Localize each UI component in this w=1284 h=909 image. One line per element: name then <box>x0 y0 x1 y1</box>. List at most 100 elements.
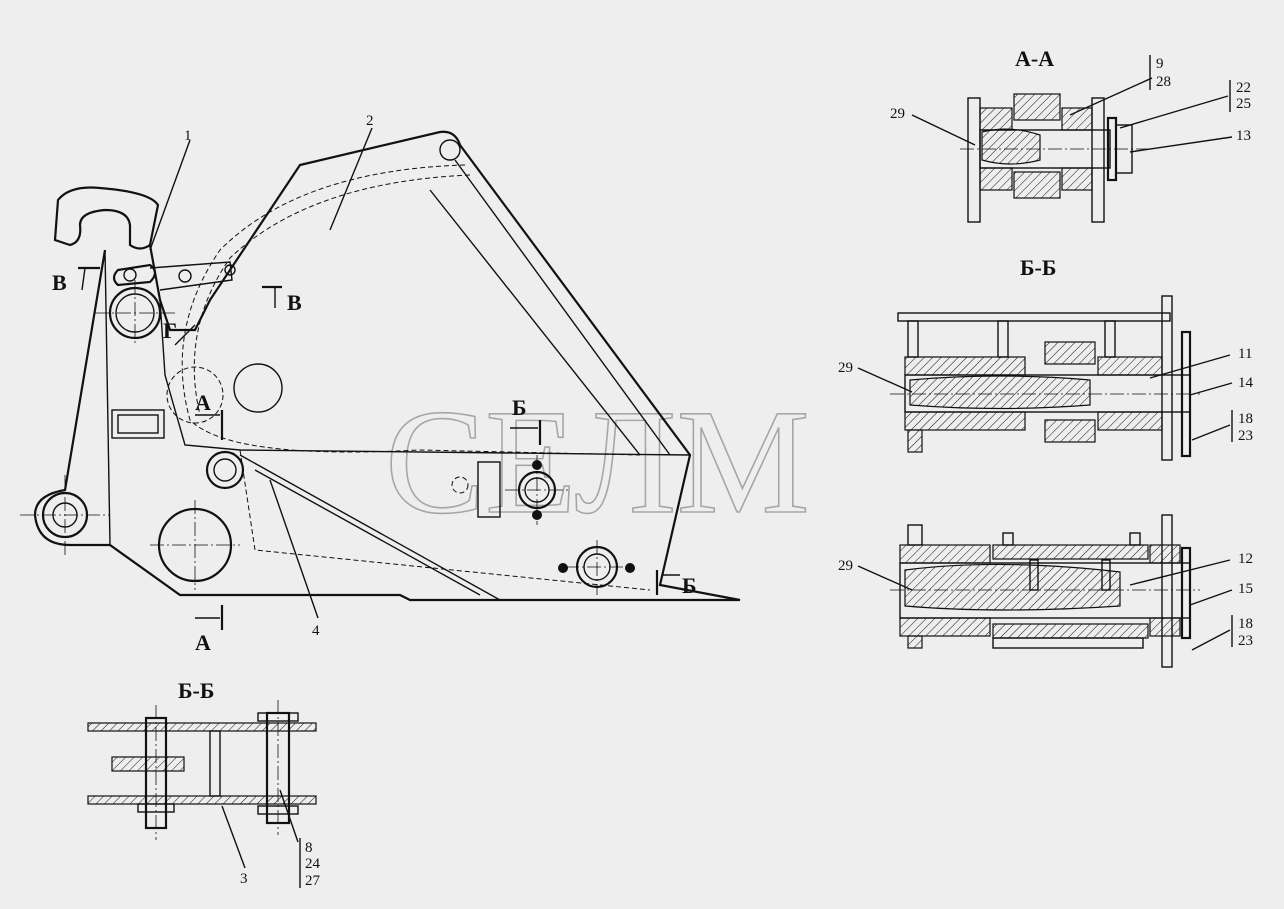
leader-13 <box>1129 136 1233 153</box>
aa-hatch <box>979 107 1013 131</box>
leader-8-24-27 <box>279 789 299 843</box>
hidden-bucket-profile <box>181 164 641 456</box>
bb2-breakout <box>904 563 1121 611</box>
bb1-plate-right <box>1161 295 1173 461</box>
section-mark-a-top: А <box>195 390 211 415</box>
name-plate <box>111 409 165 439</box>
section-mark-v-left: В <box>52 270 67 295</box>
bucket-frame-outline <box>33 130 741 602</box>
label-14: 14 <box>1238 375 1254 391</box>
section-aa-title: А-А <box>1015 46 1054 71</box>
section-arrow <box>81 267 276 308</box>
bucket-main-view: 1 2 4 В В Г А А Б Б <box>20 113 741 655</box>
section-bb-upper: Б-Б 29 11 14 18 23 <box>838 255 1254 461</box>
bb2-hatch <box>899 544 991 564</box>
bb2-tube-bottom <box>992 623 1149 639</box>
bb1-rib <box>1104 320 1116 358</box>
bb2-lug <box>1129 532 1141 546</box>
watermark-text: СЕЛМ <box>385 379 810 545</box>
mid-bracket <box>477 461 501 518</box>
section-arrow <box>195 414 220 619</box>
lower-link <box>239 454 501 601</box>
link-hole-2 <box>178 269 192 283</box>
hidden-lower-profile <box>239 449 651 591</box>
center-line <box>505 455 570 525</box>
aa-bushing-bottom <box>1013 171 1061 199</box>
leader-29 <box>857 565 913 591</box>
label-23: 23 <box>1238 428 1253 444</box>
hidden-pivot-circle <box>166 366 224 424</box>
aa-plate-right <box>1091 97 1105 223</box>
label-24: 24 <box>305 856 321 872</box>
bb2-base <box>992 637 1144 649</box>
bb3-center-line <box>155 700 279 840</box>
leader-12 <box>1129 559 1231 586</box>
pivot-bushing-inner <box>213 458 237 482</box>
label-11: 11 <box>1238 346 1252 362</box>
hidden-bucket-profile-2 <box>193 174 471 416</box>
leader-15 <box>1189 589 1233 606</box>
label-27: 27 <box>305 873 321 889</box>
section-bb-title: Б-Б <box>1020 255 1056 280</box>
leader-4 <box>269 479 319 619</box>
bb3-spacer <box>209 730 221 797</box>
bolt-head <box>532 510 542 520</box>
bb1-hatch <box>904 356 1026 376</box>
bb2-plate-right <box>1161 514 1173 668</box>
bb2-lower-plate <box>907 635 923 649</box>
bb1-rib <box>907 320 919 358</box>
leader-22-25 <box>1119 95 1229 129</box>
label-29: 29 <box>890 106 905 122</box>
leader-bar <box>1149 55 1231 112</box>
hidden-hole <box>451 476 469 494</box>
leader-1 <box>149 139 191 251</box>
center-line <box>95 280 175 345</box>
label-part-1: 1 <box>184 128 192 144</box>
section-mark-a-bottom: А <box>195 630 211 655</box>
leader-2 <box>329 127 373 231</box>
leader-29 <box>911 114 976 146</box>
label-29: 29 <box>838 360 853 376</box>
aa-bushing-top <box>1013 93 1061 121</box>
center-line <box>20 475 110 555</box>
bolt-head <box>625 563 635 573</box>
leader-3 <box>221 805 246 869</box>
bb3-top-plate <box>87 722 317 732</box>
bb2-hatch <box>1149 544 1181 564</box>
bb1-hatch <box>904 411 1026 431</box>
label-28: 28 <box>1156 74 1171 90</box>
view-g-arrow <box>174 324 196 346</box>
label-3: 3 <box>240 871 248 887</box>
leader-9-28 <box>1069 77 1153 116</box>
bb1-breakout <box>909 375 1091 410</box>
label-25: 25 <box>1236 96 1251 112</box>
label-part-4: 4 <box>312 623 320 639</box>
link-hole-3 <box>224 264 236 276</box>
bucket-rear-edge <box>429 189 641 456</box>
bb2-lug <box>1002 532 1014 546</box>
bb1-hatch <box>1097 356 1163 376</box>
label-8: 8 <box>305 840 313 856</box>
aa-plate-left <box>967 97 981 223</box>
link-bar <box>149 261 233 291</box>
aa-hatch <box>979 167 1013 191</box>
leader-11 <box>1149 354 1231 379</box>
bolt-head <box>558 563 568 573</box>
top-pin-hole <box>439 139 461 161</box>
section-bb-lower: 29 12 15 18 23 <box>838 514 1253 668</box>
label-9: 9 <box>1156 56 1164 72</box>
lightening-hole <box>233 363 283 413</box>
bb1-bushing-bottom <box>1044 419 1096 443</box>
bb1-lower-plate <box>907 429 923 453</box>
leader-14 <box>1189 382 1233 396</box>
center-line <box>565 540 630 595</box>
section-aa: А-А 29 9 28 22 25 13 <box>890 46 1251 223</box>
label-18: 18 <box>1238 616 1253 632</box>
bb1-top-plate <box>897 312 1171 322</box>
link-hole <box>123 268 137 282</box>
label-part-2: 2 <box>366 113 374 129</box>
leader-29 <box>857 367 913 393</box>
bb2-hatch <box>1149 617 1181 637</box>
